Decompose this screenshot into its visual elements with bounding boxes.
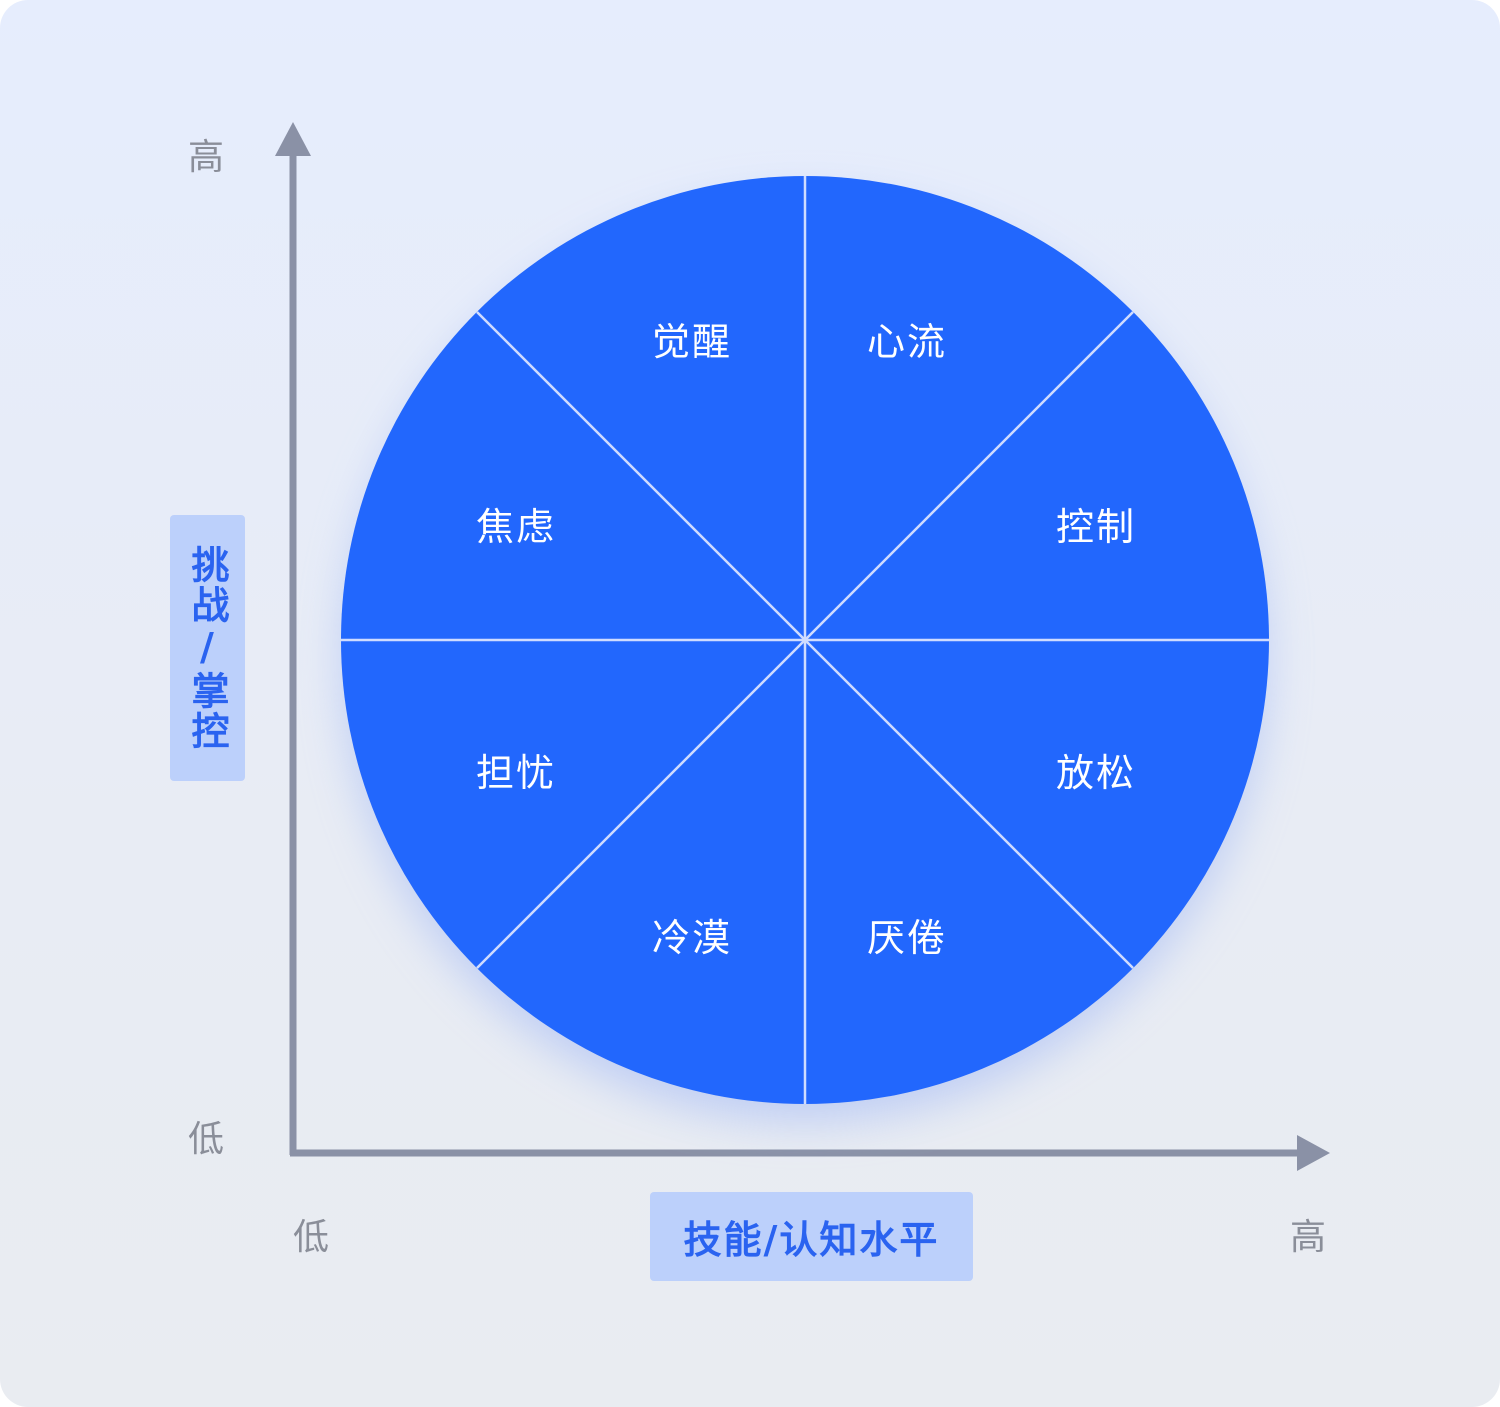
x-axis-high-label: 高: [1290, 1217, 1327, 1258]
sector-boredom: 厌倦: [866, 916, 948, 960]
wheel-dividers: [341, 176, 1269, 1104]
sector-worry: 担忧: [475, 751, 557, 795]
sector-anxiety: 焦虑: [475, 505, 557, 549]
sector-relaxation: 放松: [1055, 751, 1137, 795]
sector-apathy: 冷漠: [651, 916, 733, 960]
y-axis-low-label: 低: [188, 1119, 225, 1160]
x-axis-low-label: 低: [293, 1217, 330, 1258]
x-axis-title: 技能/认知水平: [650, 1192, 973, 1281]
sector-awakening: 觉醒: [651, 320, 733, 364]
sector-control: 控制: [1055, 505, 1137, 549]
x-axis-arrow-icon: [1297, 1135, 1330, 1171]
y-axis-high-label: 高: [188, 137, 225, 178]
y-axis-arrow-icon: [275, 122, 311, 156]
y-axis-title: 挑战/掌控: [170, 515, 245, 781]
sector-flow: 心流: [866, 320, 948, 364]
y-axis-title-text: 挑战/掌控: [185, 545, 229, 751]
